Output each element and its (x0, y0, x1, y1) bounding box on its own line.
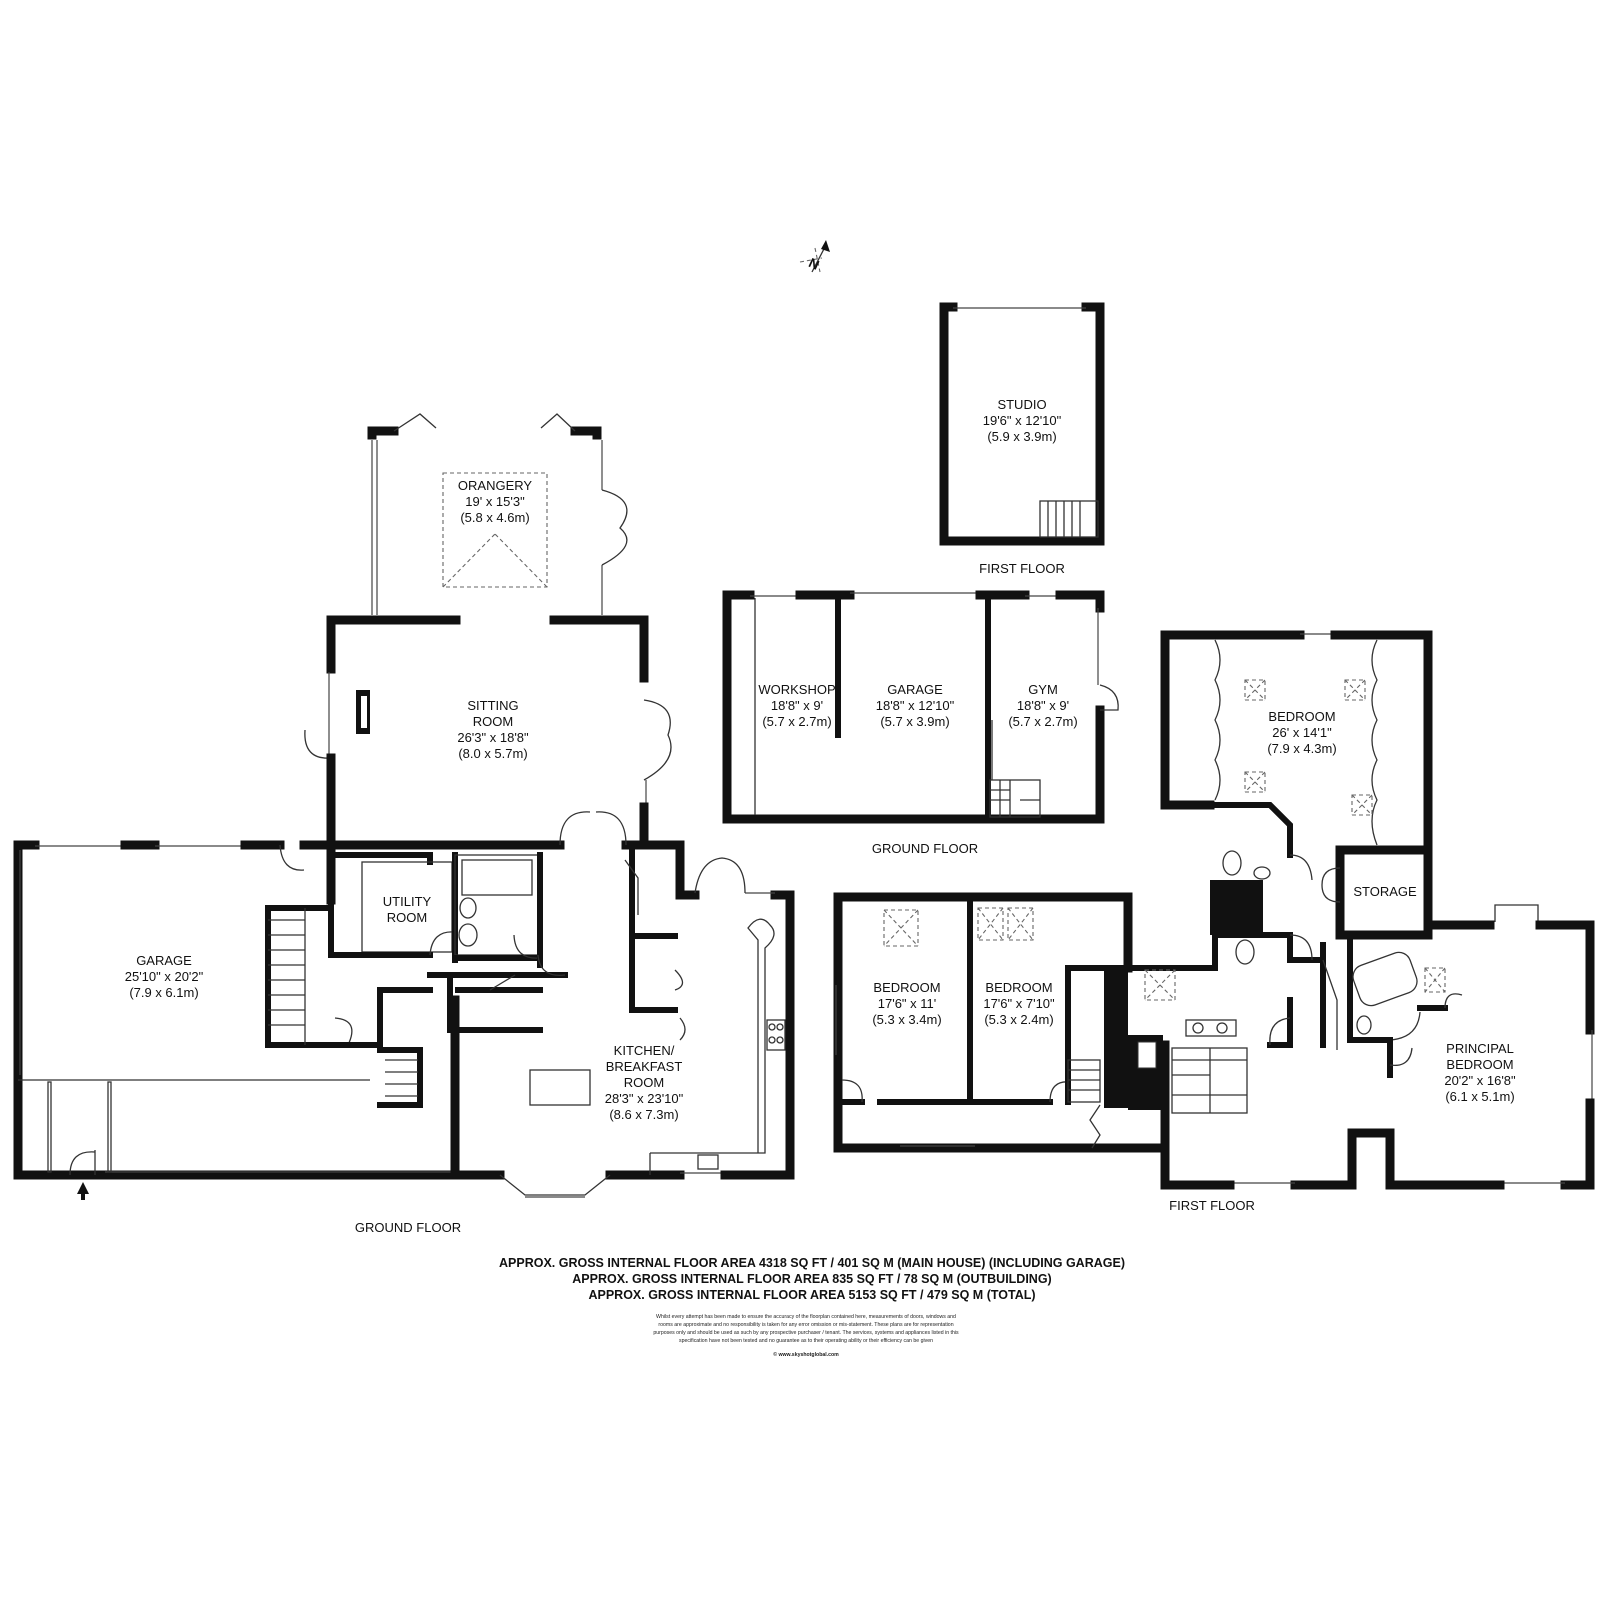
svg-text:BEDROOM: BEDROOM (873, 980, 940, 995)
svg-text:BREAKFAST: BREAKFAST (606, 1059, 683, 1074)
svg-text:18'8" x 9': 18'8" x 9' (1017, 698, 1069, 713)
svg-text:25'10" x 20'2": 25'10" x 20'2" (125, 969, 204, 984)
svg-text:BEDROOM: BEDROOM (985, 980, 1052, 995)
north-arrow-icon: N (799, 240, 830, 273)
svg-text:18'8" x 9': 18'8" x 9' (771, 698, 823, 713)
svg-text:20'2" x 16'8": 20'2" x 16'8" (1444, 1073, 1516, 1088)
floor-label-first-outbuilding: FIRST FLOOR (979, 561, 1065, 576)
svg-text:ROOM: ROOM (624, 1075, 664, 1090)
svg-text:GARAGE: GARAGE (136, 953, 192, 968)
svg-text:(5.3 x 3.4m): (5.3 x 3.4m) (872, 1012, 941, 1027)
svg-text:purposes only and should be us: purposes only and should be used as such… (653, 1330, 959, 1336)
floor-labels: GROUND FLOOR GROUND FLOOR FIRST FLOOR FI… (355, 561, 1255, 1235)
room-label-garage-main: GARAGE 25'10" x 20'2" (7.9 x 6.1m) (125, 953, 204, 1000)
entrance-arrow-icon (77, 1182, 89, 1194)
svg-text:ROOM: ROOM (473, 714, 513, 729)
svg-text:ORANGERY: ORANGERY (458, 478, 532, 493)
room-label-bedroom-c: BEDROOM 26' x 14'1" (7.9 x 4.3m) (1267, 709, 1336, 756)
studio-plan (939, 302, 1105, 546)
credit-text: © www.skyshotglobal.com (773, 1351, 839, 1358)
area-line-total: APPROX. GROSS INTERNAL FLOOR AREA 5153 S… (588, 1288, 1035, 1302)
svg-text:(5.7 x 2.7m): (5.7 x 2.7m) (762, 714, 831, 729)
svg-text:specification have not been te: specification have not been tested and n… (679, 1338, 933, 1344)
first-floor-main-plan (833, 630, 1595, 1190)
floor-label-ground-main: GROUND FLOOR (355, 1220, 461, 1235)
svg-text:SITTING: SITTING (467, 698, 518, 713)
svg-text:UTILITY: UTILITY (383, 894, 432, 909)
svg-text:(5.9 x 3.9m): (5.9 x 3.9m) (987, 429, 1056, 444)
svg-text:WORKSHOP: WORKSHOP (758, 682, 835, 697)
outbuilding-ground-plan (722, 590, 1119, 824)
svg-text:KITCHEN/: KITCHEN/ (614, 1043, 675, 1058)
svg-text:17'6" x 7'10": 17'6" x 7'10" (983, 996, 1055, 1011)
svg-text:rooms are approximate and no r: rooms are approximate and no responsibil… (658, 1322, 953, 1328)
room-label-principal-bedroom: PRINCIPAL BEDROOM 20'2" x 16'8" (6.1 x 5… (1444, 1041, 1516, 1104)
svg-text:PRINCIPAL: PRINCIPAL (1446, 1041, 1514, 1056)
svg-text:ROOM: ROOM (387, 910, 427, 925)
svg-text:GARAGE: GARAGE (887, 682, 943, 697)
room-label-garage-outbuilding: GARAGE 18'8" x 12'10" (5.7 x 3.9m) (876, 682, 955, 729)
room-label-orangery: ORANGERY 19' x 15'3" (5.8 x 4.6m) (458, 478, 532, 525)
room-label-storage: STORAGE (1353, 884, 1417, 899)
svg-text:19' x 15'3": 19' x 15'3" (465, 494, 525, 509)
svg-text:(6.1 x 5.1m): (6.1 x 5.1m) (1445, 1089, 1514, 1104)
svg-text:Whilst every attempt has been: Whilst every attempt has been made to en… (656, 1314, 956, 1320)
room-label-sitting-room: SITTING ROOM 26'3" x 18'8" (8.0 x 5.7m) (457, 698, 529, 761)
room-label-bedroom-b: BEDROOM 17'6" x 7'10" (5.3 x 2.4m) (983, 980, 1055, 1027)
svg-text:(7.9 x 4.3m): (7.9 x 4.3m) (1267, 741, 1336, 756)
room-labels: ORANGERY 19' x 15'3" (5.8 x 4.6m) SITTIN… (125, 397, 1516, 1122)
svg-text:BEDROOM: BEDROOM (1446, 1057, 1513, 1072)
room-label-kitchen: KITCHEN/ BREAKFAST ROOM 28'3" x 23'10" (… (605, 1043, 684, 1122)
svg-text:17'6" x 11': 17'6" x 11' (878, 996, 937, 1011)
area-line-outbuilding: APPROX. GROSS INTERNAL FLOOR AREA 835 SQ… (572, 1272, 1051, 1286)
svg-text:(5.8 x 4.6m): (5.8 x 4.6m) (460, 510, 529, 525)
svg-text:28'3" x 23'10": 28'3" x 23'10" (605, 1091, 684, 1106)
floor-label-first-main: FIRST FLOOR (1169, 1198, 1255, 1213)
area-line-main: APPROX. GROSS INTERNAL FLOOR AREA 4318 S… (499, 1256, 1125, 1270)
svg-text:(5.7 x 3.9m): (5.7 x 3.9m) (880, 714, 949, 729)
ground-floor-main-plan (13, 413, 795, 1200)
svg-text:26' x 14'1": 26' x 14'1" (1272, 725, 1332, 740)
svg-text:(5.3 x 2.4m): (5.3 x 2.4m) (984, 1012, 1053, 1027)
svg-text:(5.7 x 2.7m): (5.7 x 2.7m) (1008, 714, 1077, 729)
svg-text:GYM: GYM (1028, 682, 1058, 697)
svg-text:STUDIO: STUDIO (997, 397, 1046, 412)
room-label-studio: STUDIO 19'6" x 12'10" (5.9 x 3.9m) (983, 397, 1062, 444)
disclaimer: Whilst every attempt has been made to en… (653, 1314, 959, 1358)
svg-text:(8.6 x 7.3m): (8.6 x 7.3m) (609, 1107, 678, 1122)
svg-text:18'8" x 12'10": 18'8" x 12'10" (876, 698, 955, 713)
svg-text:(7.9 x 6.1m): (7.9 x 6.1m) (129, 985, 198, 1000)
room-label-utility-room: UTILITY ROOM (383, 894, 432, 925)
room-label-workshop: WORKSHOP 18'8" x 9' (5.7 x 2.7m) (758, 682, 835, 729)
svg-text:26'3" x 18'8": 26'3" x 18'8" (457, 730, 529, 745)
room-label-bedroom-a: BEDROOM 17'6" x 11' (5.3 x 3.4m) (872, 980, 941, 1027)
svg-text:(8.0 x 5.7m): (8.0 x 5.7m) (458, 746, 527, 761)
area-summary: APPROX. GROSS INTERNAL FLOOR AREA 4318 S… (499, 1256, 1125, 1302)
svg-text:19'6" x 12'10": 19'6" x 12'10" (983, 413, 1062, 428)
floor-label-ground-outbuilding: GROUND FLOOR (872, 841, 978, 856)
svg-text:BEDROOM: BEDROOM (1268, 709, 1335, 724)
svg-text:STORAGE: STORAGE (1353, 884, 1417, 899)
room-label-gym: GYM 18'8" x 9' (5.7 x 2.7m) (1008, 682, 1077, 729)
